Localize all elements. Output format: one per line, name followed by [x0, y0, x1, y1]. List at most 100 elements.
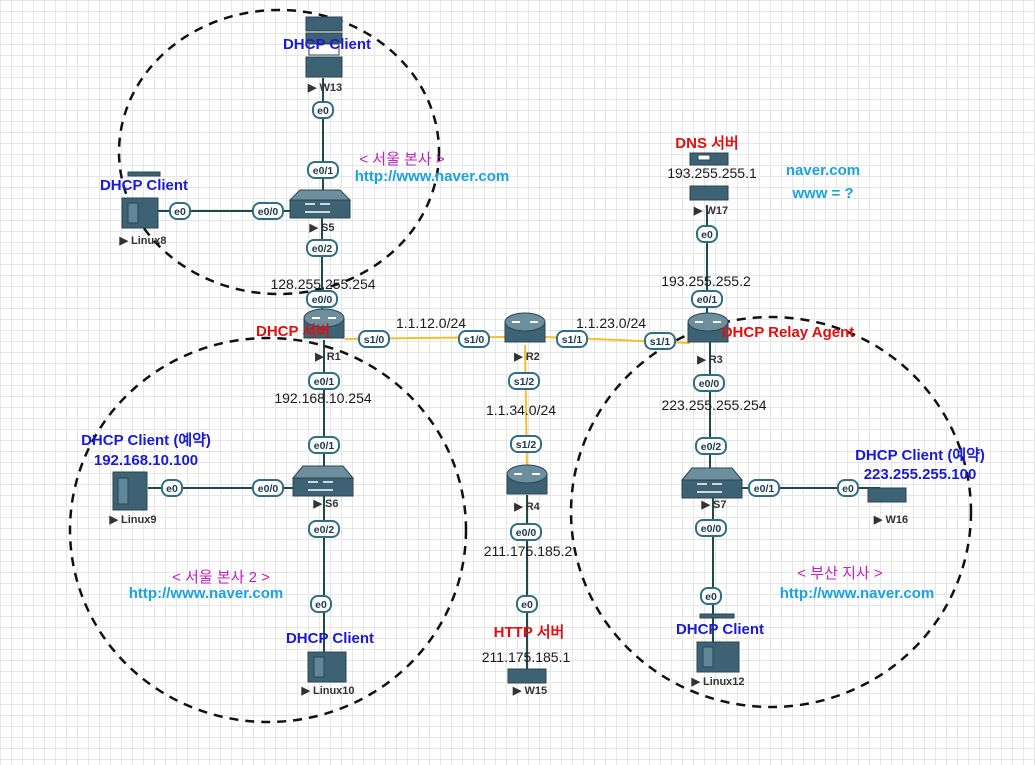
linux12-role-label: DHCP Client [675, 621, 765, 638]
port-badge-linux9-e0: e0 [161, 479, 183, 497]
network-r1-r2: 1.1.12.0/24 [395, 315, 467, 331]
zone-seoul-hq2-name: < 서울 본사 2 > [172, 569, 270, 586]
network-r2-r3: 1.1.23.0/24 [575, 315, 647, 331]
w16-ip-label: 223.255.255.100 [863, 466, 977, 483]
s7-switch-icon[interactable] [680, 467, 744, 499]
port-badge-r3-e01: e0/1 [691, 290, 723, 308]
port-badge-r3-s11: s1/1 [644, 332, 676, 350]
port-label: s1/0 [364, 334, 385, 346]
r3-e00-address: 223.255.255.254 [661, 397, 767, 413]
r3-role-label: DHCP Relay Agent [721, 324, 855, 341]
port-label: e0 [521, 599, 533, 611]
r3-router-icon[interactable] [687, 312, 729, 343]
zone-busan-circle [569, 315, 973, 709]
linux12-device-icon[interactable] [696, 613, 740, 673]
r1-e00-address: 128.255.255.254 [270, 276, 376, 292]
port-badge-r2-s12: s1/2 [508, 372, 540, 390]
port-badge-r3-e00: e0/0 [693, 374, 725, 392]
linux9-device-icon[interactable] [112, 471, 148, 511]
r4-e00-address: 211.175.185.2 [483, 543, 573, 559]
port-badge-r2-s11: s1/1 [556, 330, 588, 348]
linux8-device-icon[interactable] [121, 171, 161, 229]
port-badge-s7-e02: e0/2 [695, 437, 727, 455]
r1-router-icon[interactable] [303, 308, 345, 339]
zone-seoul-hq-url: http://www.naver.com [354, 168, 510, 185]
port-label: e0/2 [314, 524, 335, 536]
r3-e01-address: 193.255.255.2 [661, 273, 751, 289]
port-label: e0/2 [701, 441, 722, 453]
linux8-name-label: ▶ Linux8 [119, 235, 167, 247]
port-label: e0 [701, 229, 713, 241]
port-badge-s6-e01: e0/1 [308, 436, 340, 454]
port-label: s1/0 [464, 334, 485, 346]
w17-name-label: ▶ W17 [693, 205, 729, 217]
port-badge-s5-e02: e0/2 [306, 239, 338, 257]
port-label: e0/1 [314, 376, 335, 388]
linux9-ip-label: 192.168.10.100 [93, 452, 199, 469]
linux10-name-label: ▶ Linux10 [301, 685, 355, 697]
zone-busan-url: http://www.naver.com [779, 585, 935, 602]
w15-name-label: ▶ W15 [512, 685, 548, 697]
linux10-device-icon[interactable] [307, 651, 347, 683]
r2-router-icon[interactable] [504, 312, 546, 343]
port-badge-s5-e00: e0/0 [252, 202, 284, 220]
port-badge-linux10-e0: e0 [310, 595, 332, 613]
port-label: e0 [166, 483, 178, 495]
dns-note-query: www = ? [792, 185, 854, 202]
port-label: e0/2 [312, 243, 333, 255]
linux12-name-label: ▶ Linux12 [691, 676, 745, 688]
port-label: e0/1 [314, 440, 335, 452]
r1-role-label: DHCP 서버 [256, 323, 330, 340]
w15-role-label: HTTP 서버 [493, 624, 565, 641]
w16-name-label: ▶ W16 [873, 514, 909, 526]
linux8-role-label: DHCP Client [99, 177, 189, 194]
w16-device-icon[interactable] [867, 487, 907, 503]
port-label: e0/0 [516, 527, 537, 539]
port-badge-w13-e0: e0 [312, 101, 334, 119]
port-badge-w16-e0: e0 [837, 479, 859, 497]
w13-device-icon[interactable] [305, 16, 343, 78]
port-badge-s7-e01: e0/1 [748, 479, 780, 497]
port-label: e0 [705, 591, 717, 603]
zone-seoul-hq-name: < 서울 본사 > [359, 151, 445, 168]
port-label: e0/0 [312, 294, 333, 306]
linux10-role-label: DHCP Client [285, 630, 375, 647]
w13-name-label: ▶ W13 [307, 82, 343, 94]
zone-seoul-hq-circle [117, 8, 441, 296]
zone-seoul-hq2-url: http://www.naver.com [128, 585, 284, 602]
port-badge-w17-e0: e0 [696, 225, 718, 243]
port-label: e0 [842, 483, 854, 495]
port-label: e0/1 [313, 165, 334, 177]
w15-ip-label: 211.175.185.1 [481, 649, 571, 665]
port-badge-s6-e02: e0/2 [308, 520, 340, 538]
w17-device-icon[interactable] [689, 152, 729, 201]
zone-busan-name: < 부산 지사 > [797, 565, 883, 582]
port-badge-r1-s10: s1/0 [358, 330, 390, 348]
port-badge-linux12-e0: e0 [700, 587, 722, 605]
w16-role-label: DHCP Client (예약) [855, 447, 985, 464]
r1-name-label: ▶ R1 [315, 351, 341, 363]
dns-note-domain: naver.com [785, 162, 861, 179]
port-badge-w15-e0: e0 [516, 595, 538, 613]
port-label: e0 [317, 105, 329, 117]
port-label: e0 [315, 599, 327, 611]
s5-switch-icon[interactable] [288, 189, 352, 219]
r4-router-icon[interactable] [506, 464, 548, 495]
port-badge-r4-e00: e0/0 [510, 523, 542, 541]
w17-ip-label: 193.255.255.1 [667, 165, 757, 181]
port-label: e0/0 [701, 523, 722, 535]
port-label: s1/1 [562, 334, 583, 346]
port-label: e0/0 [258, 483, 279, 495]
s6-switch-icon[interactable] [291, 465, 355, 497]
port-badge-s7-e00: e0/0 [695, 519, 727, 537]
s6-name-label: ▶ S6 [313, 498, 339, 510]
port-badge-r4-s12: s1/2 [510, 435, 542, 453]
w15-device-icon[interactable] [507, 668, 547, 684]
zone-seoul-hq2-circle [68, 336, 468, 724]
port-label: e0/0 [258, 206, 279, 218]
r2-name-label: ▶ R2 [514, 351, 540, 363]
linux9-role-label: DHCP Client (예약) [81, 432, 211, 449]
port-label: e0/0 [699, 378, 720, 390]
port-label: e0/1 [754, 483, 775, 495]
